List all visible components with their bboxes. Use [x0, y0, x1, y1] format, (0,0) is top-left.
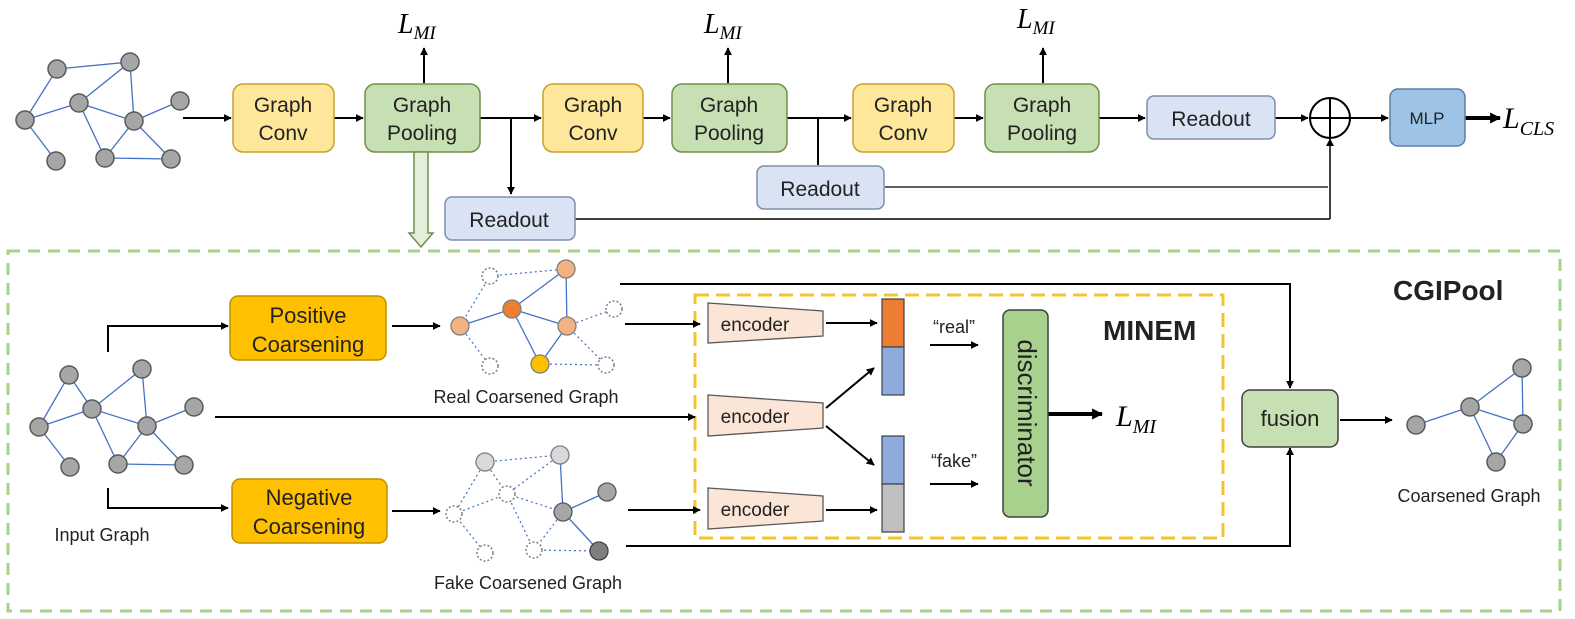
graph-conv-3-line1: Graph [874, 94, 932, 117]
fake-coarsened-graph [445, 445, 617, 562]
graph-pooling-1-line1: Graph [393, 94, 451, 117]
readout-3-label: Readout [1171, 108, 1251, 131]
real-embedding-pair [881, 298, 905, 396]
negative-coarsening: Negative Coarsening [231, 478, 388, 544]
graph-conv-2: Graph Conv [542, 83, 644, 153]
positive-coarsening-line1: Positive [269, 303, 346, 328]
graph-conv-1-line1: Graph [254, 94, 312, 117]
encoder-bottom-label: encoder [721, 500, 790, 521]
readout-2: Readout [756, 165, 885, 210]
real-coarsened-graph [450, 259, 623, 375]
encoder-middle: encoder [707, 394, 824, 437]
readout-1-label: Readout [469, 209, 549, 232]
loss-cls: LCLS [1502, 102, 1554, 140]
fake-embedding-pair [881, 435, 905, 533]
readout-3: Readout [1146, 95, 1276, 140]
real-tag: “real” [933, 317, 975, 337]
input-graph [29, 359, 204, 477]
loss-mi-minem: LMI [1115, 400, 1157, 438]
graph-conv-1-line2: Conv [258, 122, 308, 145]
loss-mi-1: LMI [397, 9, 437, 44]
graph-conv-3: Graph Conv [852, 83, 955, 153]
input-graph-label: Input Graph [54, 525, 149, 545]
positive-coarsening: Positive Coarsening [229, 295, 387, 361]
graph-conv-2-line1: Graph [564, 94, 622, 117]
graph-conv-1: Graph Conv [232, 83, 335, 153]
negative-coarsening-line2: Coarsening [253, 514, 366, 539]
graph-pooling-1-line2: Pooling [387, 122, 457, 145]
fusion-label: fusion [1261, 406, 1320, 431]
encoder-top-label: encoder [721, 315, 790, 336]
fake-tag: “fake” [931, 451, 977, 471]
cgipool-arrows [107, 283, 1393, 547]
loss-mi-2: LMI [703, 9, 743, 44]
loss-mi-3: LMI [1016, 4, 1056, 39]
cgipool-border [6, 249, 1562, 613]
encoder-top: encoder [707, 302, 824, 344]
graph-pooling-3-line2: Pooling [1007, 122, 1077, 145]
readout-2-label: Readout [780, 178, 860, 201]
top-input-graph [15, 52, 190, 171]
expand-arrow-icon [407, 151, 435, 249]
graph-pooling-2-line1: Graph [700, 94, 758, 117]
graph-conv-3-line2: Conv [878, 122, 928, 145]
negative-coarsening-line1: Negative [266, 485, 353, 510]
graph-conv-2-line2: Conv [568, 122, 618, 145]
graph-pooling-1: Graph Pooling [364, 83, 481, 153]
readout-1: Readout [444, 196, 576, 241]
coarsened-graph-label: Coarsened Graph [1397, 486, 1540, 506]
sum-operator-icon [1309, 97, 1351, 139]
positive-coarsening-line2: Coarsening [252, 332, 365, 357]
discriminator-label: discriminator [1012, 339, 1042, 487]
real-coarsened-graph-label: Real Coarsened Graph [433, 387, 618, 407]
coarsened-graph [1406, 358, 1533, 472]
fake-coarsened-graph-label: Fake Coarsened Graph [434, 573, 622, 593]
mlp-block: MLP [1389, 88, 1466, 147]
graph-pooling-3-line1: Graph [1013, 94, 1071, 117]
fusion-block: fusion [1241, 389, 1339, 448]
encoder-bottom: encoder [707, 487, 824, 530]
pipeline-arrows [183, 47, 1389, 220]
graph-pooling-3: Graph Pooling [984, 83, 1100, 153]
mlp-label: MLP [1410, 109, 1445, 128]
discriminator-block: discriminator [1002, 309, 1049, 518]
graph-pooling-2-line2: Pooling [694, 122, 764, 145]
cgipool-title: CGIPool [1393, 275, 1503, 306]
encoder-middle-label: encoder [721, 407, 790, 428]
graph-pooling-2: Graph Pooling [671, 83, 788, 153]
minem-title: MINEM [1103, 315, 1196, 346]
